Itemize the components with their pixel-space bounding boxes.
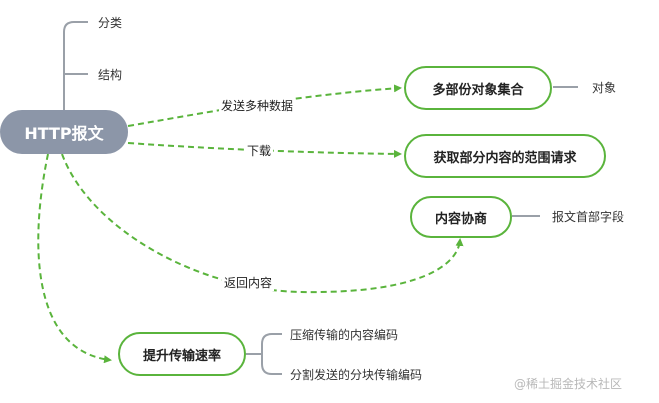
leaf-line-speed (246, 333, 282, 375)
edge-label-return-content: 返回内容 (222, 274, 275, 291)
root-node[interactable]: HTTP报文 (0, 110, 128, 154)
node-speed-label: 提升传输速率 (142, 348, 221, 364)
node-multipart[interactable]: 多部份对象集合 (404, 66, 552, 110)
branch-structure[interactable]: 结构 (98, 68, 123, 82)
node-negotiation[interactable]: 内容协商 (410, 196, 512, 238)
branch-classify[interactable]: 分类 (98, 16, 123, 30)
edge-label-download: 下载 (245, 142, 274, 159)
edge-label-send-multiple: 发送多种数据 (219, 97, 296, 114)
leaf-compress[interactable]: 压缩传输的内容编码 (290, 328, 399, 342)
edge-speed (37, 153, 112, 364)
branch-line-classify (63, 21, 88, 110)
node-negotiation-label: 内容协商 (434, 211, 487, 227)
leaf-chunked[interactable]: 分割发送的分块传输编码 (290, 368, 423, 382)
node-range[interactable]: 获取部分内容的范围请求 (404, 134, 606, 178)
watermark: @稀土掘金技术社区 (514, 377, 623, 391)
leaf-header-fields[interactable]: 报文首部字段 (552, 210, 625, 224)
node-speed[interactable]: 提升传输速率 (118, 332, 246, 376)
node-multipart-label: 多部份对象集合 (432, 82, 524, 98)
root-label: HTTP报文 (24, 124, 104, 143)
edge-negotiation (61, 153, 464, 294)
node-range-label: 获取部分内容的范围请求 (433, 150, 577, 166)
leaf-object[interactable]: 对象 (592, 81, 617, 95)
